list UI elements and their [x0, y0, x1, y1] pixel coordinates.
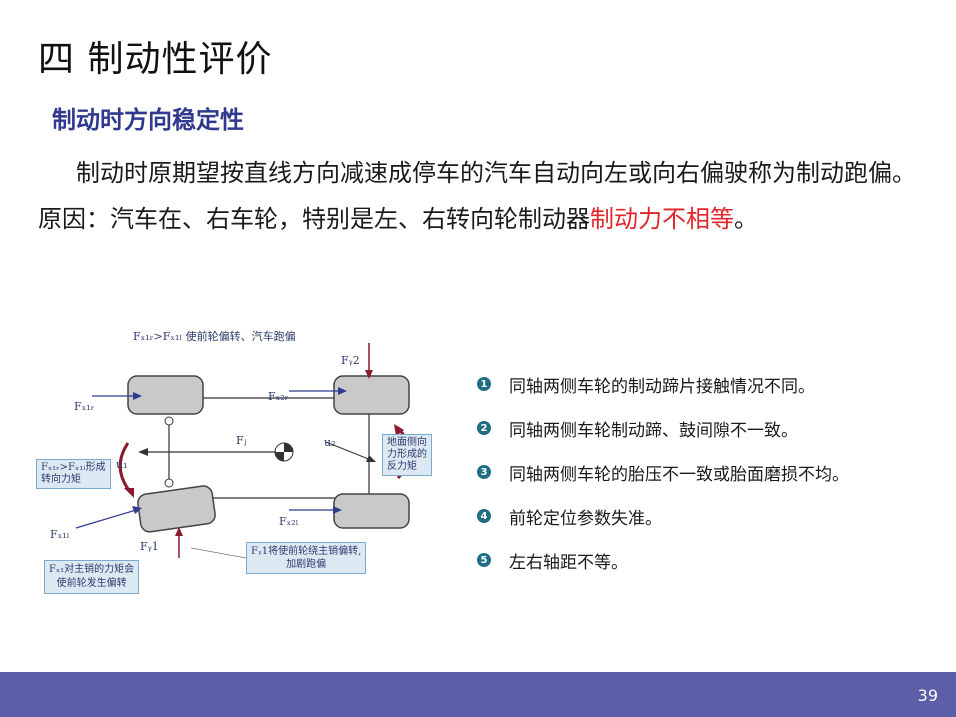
bullet-number-icon: 1 [477, 377, 491, 391]
list-item-text: 同轴两侧车轮制动蹄、鼓间隙不一致。 [509, 420, 798, 441]
steering-moment-box: Fₓ₁ᵣ>Fₓ₁ₗ形成 转向力矩 [36, 459, 111, 489]
ground-moment-box: 地面侧向 力形成的 反力矩 [382, 434, 432, 476]
label-fy2: Fᵧ2 [341, 354, 360, 367]
list-item-text: 同轴两侧车轮的制动蹄片接触情况不同。 [509, 376, 815, 397]
list-item-text: 前轮定位参数失准。 [509, 508, 662, 529]
label-fx2r: Fₓ₂ᵣ [268, 390, 289, 403]
fy1-effect-box: Fᵧ1将使前轮绕主销偏转, 加剧跑偏 [246, 542, 367, 574]
label-fx2l: Fₓ₂ₗ [279, 515, 299, 528]
page-title: 四 制动性评价 [38, 39, 273, 80]
list-item-text: 同轴两侧车轮的胎压不一致或胎面磨损不均。 [509, 464, 849, 485]
list-item-text: 左右轴距不等。 [509, 552, 628, 573]
front-right-tire [127, 375, 204, 415]
body-paragraph: 制动时原期望按直线方向减速成停车的汽车自动向左或向右偏驶称为制动跑偏。原因：汽车… [38, 150, 928, 242]
section-subtitle: 制动时方向稳定性 [52, 106, 244, 134]
paragraph-highlight: 制动力不相等 [590, 205, 734, 233]
label-fx1r: Fₓ₁ᵣ [74, 400, 95, 413]
page-number: 39 [917, 686, 938, 705]
list-item: 2 同轴两侧车轮制动蹄、鼓间隙不一致。 [477, 406, 849, 450]
label-u1: u₁ [116, 458, 128, 471]
bullet-number-icon: 2 [477, 421, 491, 435]
figure-top-caption: Fₓ₁ᵣ>Fₓ₁ₗ 使前轮偏转、汽车跑偏 [133, 330, 296, 343]
rear-left-tire [333, 493, 410, 529]
list-item: 1 同轴两侧车轮的制动蹄片接触情况不同。 [477, 362, 849, 406]
label-fj: Fⱼ [236, 434, 247, 447]
label-fx1l: Fₓ₁ₗ [50, 528, 70, 541]
list-item: 3 同轴两侧车轮的胎压不一致或胎面磨损不均。 [477, 450, 849, 494]
bullet-number-icon: 5 [477, 553, 491, 567]
kingpin-moment-box: Fₓ₁对主销的力矩会 使前轮发生偏转 [44, 560, 140, 594]
label-fy1: Fᵧ1 [140, 540, 159, 553]
label-u2: u₂ [324, 436, 336, 449]
paragraph-text: 制动时原期望按直线方向减速成停车的汽车自动向左或向右偏驶称为制动跑偏。原因：汽车… [38, 159, 916, 233]
bullet-number-icon: 4 [477, 509, 491, 523]
paragraph-end: 。 [734, 205, 758, 233]
list-item: 5 左右轴距不等。 [477, 538, 849, 582]
rear-right-tire [333, 375, 410, 415]
braking-diagram: Fₓ₁ᵣ>Fₓ₁ₗ 使前轮偏转、汽车跑偏 Fᵧ2 Fₓ₁ᵣ Fₓ₂ᵣ Fⱼ u₂… [36, 318, 441, 603]
bullet-number-icon: 3 [477, 465, 491, 479]
cause-list: 1 同轴两侧车轮的制动蹄片接触情况不同。 2 同轴两侧车轮制动蹄、鼓间隙不一致。… [477, 362, 849, 582]
footer-bar: 39 [0, 672, 956, 717]
list-item: 4 前轮定位参数失准。 [477, 494, 849, 538]
